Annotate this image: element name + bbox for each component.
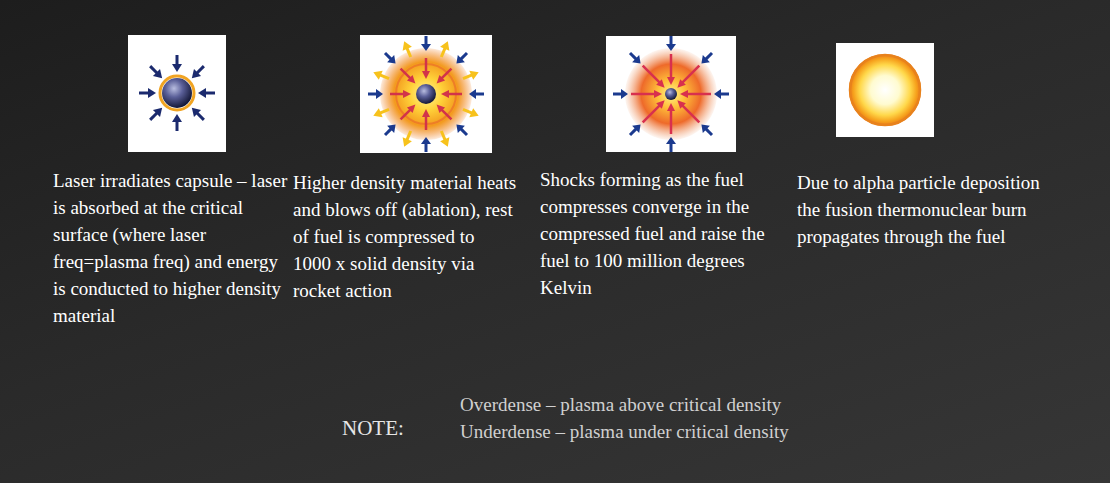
note-heading: NOTE: <box>342 415 404 441</box>
ablation-illustration <box>360 35 492 153</box>
thermonuclear-burn-illustration <box>836 43 934 137</box>
step-caption: Higher density material heats and blows … <box>293 169 517 304</box>
capsule-irradiation <box>128 35 226 152</box>
note-line: Overdense – plasma above critical densit… <box>460 393 781 417</box>
step-caption: Laser irradiates capsule – laser is abso… <box>53 167 293 329</box>
step-caption: Shocks forming as the fuel compresses co… <box>540 166 782 301</box>
shock-convergence-illustration <box>606 36 736 152</box>
note-line: Underdense – plasma under critical densi… <box>460 420 789 444</box>
step-caption: Due to alpha particle deposition the fus… <box>797 169 1055 250</box>
